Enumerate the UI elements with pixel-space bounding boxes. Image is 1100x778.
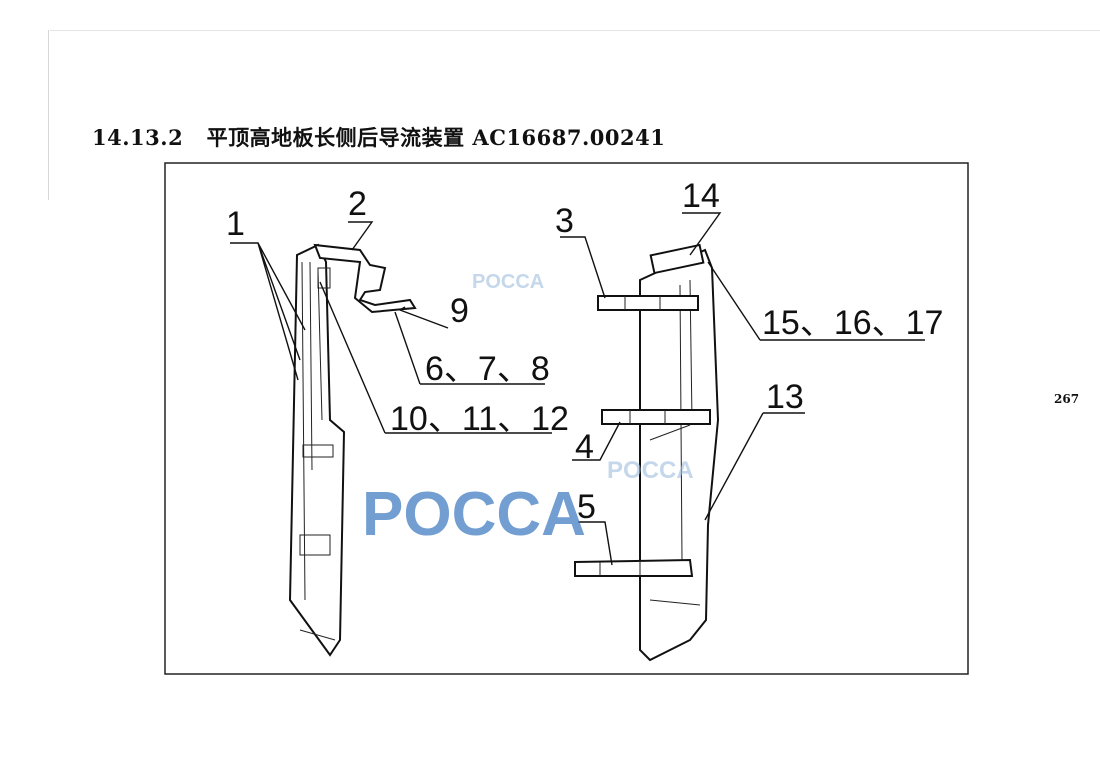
page-number: 267 bbox=[1054, 392, 1080, 406]
callout-4: 4 bbox=[575, 428, 594, 466]
bracket-3 bbox=[597, 295, 699, 311]
callout-9: 9 bbox=[450, 292, 469, 330]
watermark-logo: POCCA bbox=[362, 480, 586, 549]
section-title: 平顶高地板长侧后导流装置 AC16687.00241 bbox=[206, 125, 666, 150]
callout-10-11-12: 10、11、12 bbox=[390, 400, 569, 438]
callout-3: 3 bbox=[555, 202, 574, 240]
watermark-logo: POCCA bbox=[607, 457, 694, 484]
section-number: 14.13.2 bbox=[92, 125, 184, 150]
watermark-logo: POCCA bbox=[472, 271, 544, 293]
scan-edge-line bbox=[50, 30, 1100, 31]
callout-5: 5 bbox=[577, 488, 596, 526]
left-deflector-panel bbox=[288, 243, 346, 657]
diagram-frame bbox=[164, 162, 969, 675]
callout-15-16-17: 15、16、17 bbox=[762, 304, 943, 342]
callout-1: 1 bbox=[226, 205, 245, 243]
bracket-4 bbox=[601, 409, 711, 441]
section-heading: 14.13.2 平顶高地板长侧后导流装置 AC16687.00241 bbox=[92, 122, 665, 152]
callout-6-7-8: 6、7、8 bbox=[425, 350, 550, 388]
callout-13: 13 bbox=[766, 378, 804, 416]
callout-14: 14 bbox=[682, 177, 720, 215]
bracket-5 bbox=[574, 558, 694, 577]
scan-edge-line bbox=[48, 30, 49, 200]
callout-2: 2 bbox=[348, 185, 367, 223]
upper-bracket bbox=[313, 243, 417, 314]
leader-lines bbox=[230, 212, 925, 566]
